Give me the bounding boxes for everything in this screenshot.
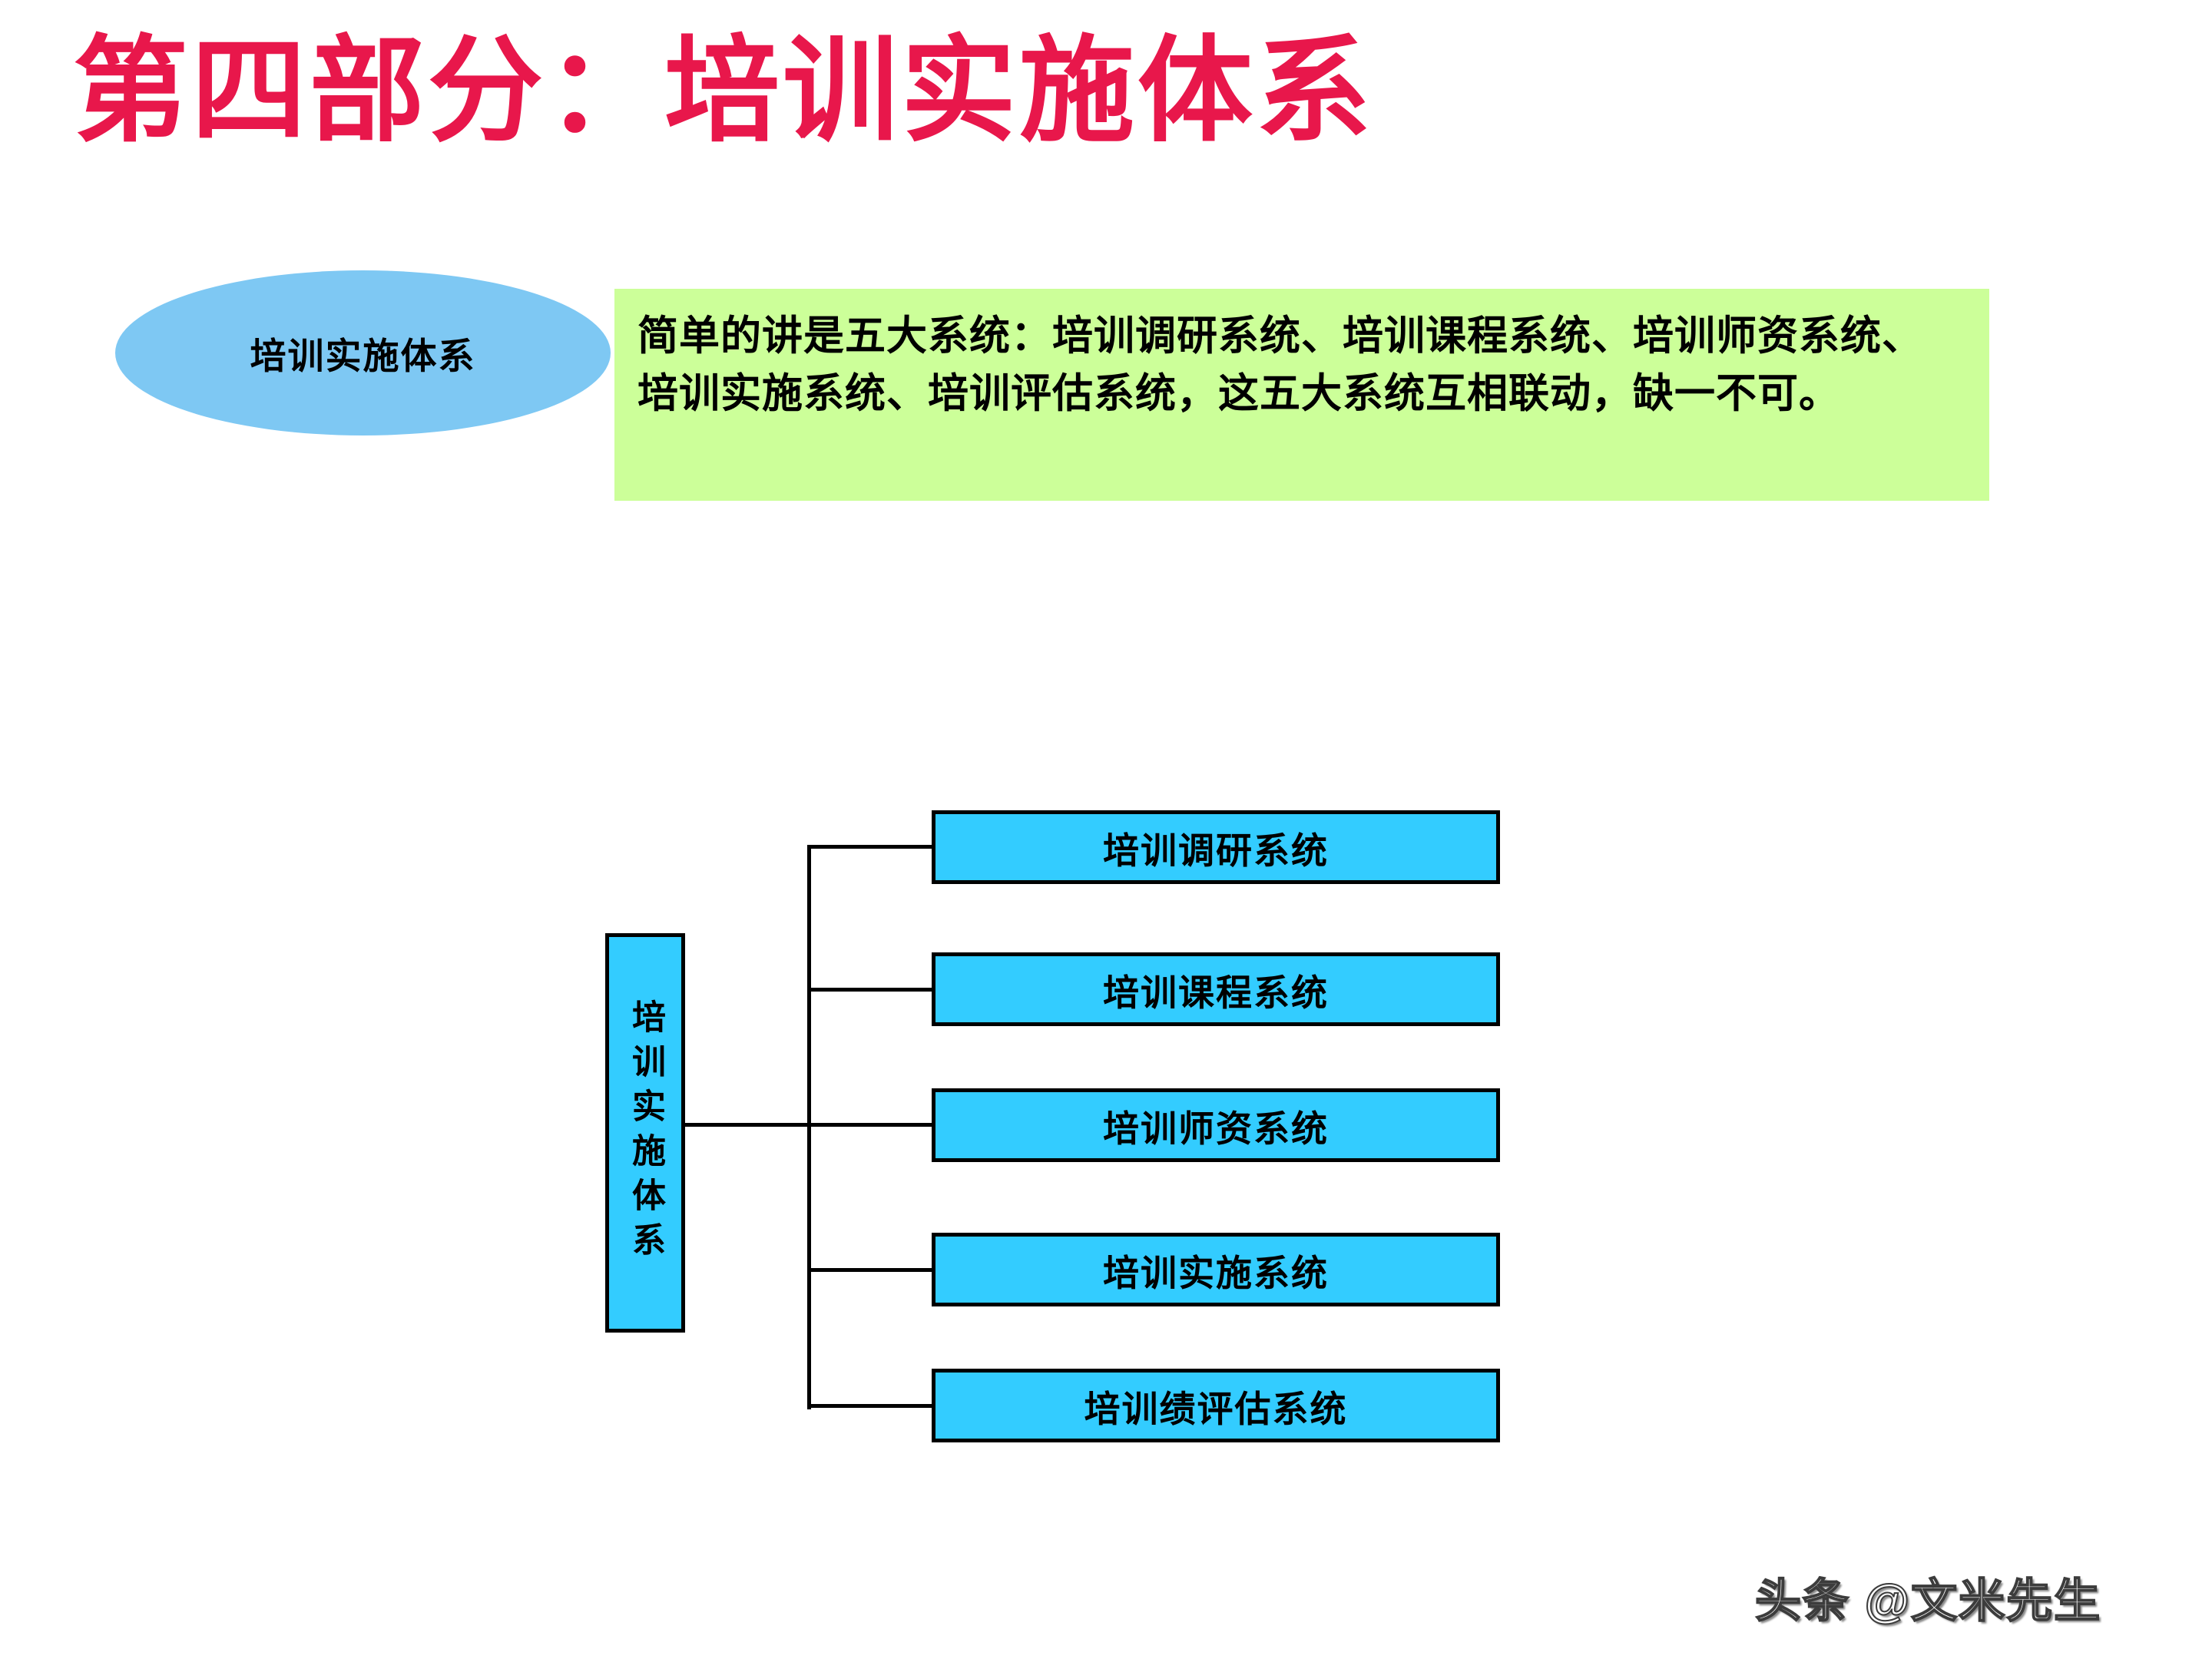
diagram-child-label-4: 培训实施系统 bbox=[1103, 1252, 1329, 1293]
watermark: 头条 @文米先生 bbox=[1754, 1575, 2102, 1628]
diagram-child-label-2: 培训课程系统 bbox=[1103, 972, 1329, 1013]
page-title: 第四部分：培训实施体系 bbox=[73, 28, 1375, 156]
diagram-root-label: 培训实施体系 bbox=[627, 999, 664, 1267]
description-text: 简单的讲是五大系统：培训调研系统、培训课程系统、培训师资系统、培训实施系统、培训… bbox=[637, 313, 1923, 417]
connector-trunk-line bbox=[807, 845, 811, 1409]
diagram-child-box-2: 培训课程系统 bbox=[932, 952, 1500, 1026]
diagram-child-label-1: 培训调研系统 bbox=[1103, 830, 1329, 871]
connector-branch-1 bbox=[807, 845, 933, 849]
description-box: 简单的讲是五大系统：培训调研系统、培训课程系统、培训师资系统、培训实施系统、培训… bbox=[614, 289, 1989, 501]
diagram-child-box-3: 培训师资系统 bbox=[932, 1088, 1500, 1162]
diagram-child-label-5: 培训绩评估系统 bbox=[1084, 1388, 1348, 1429]
diagram-child-box-1: 培训调研系统 bbox=[932, 810, 1500, 884]
diagram-child-box-5: 培训绩评估系统 bbox=[932, 1369, 1500, 1442]
diagram-child-label-3: 培训师资系统 bbox=[1103, 1108, 1329, 1149]
diagram-root-box: 培训实施体系 bbox=[605, 933, 685, 1333]
diagram-child-box-4: 培训实施系统 bbox=[932, 1233, 1500, 1306]
connector-branch-2 bbox=[807, 988, 933, 992]
connector-branch-4 bbox=[807, 1268, 933, 1272]
topic-ellipse: 培训实施体系 bbox=[115, 270, 611, 435]
topic-ellipse-label: 培训实施体系 bbox=[250, 336, 476, 376]
connector-branch-5 bbox=[807, 1404, 933, 1408]
